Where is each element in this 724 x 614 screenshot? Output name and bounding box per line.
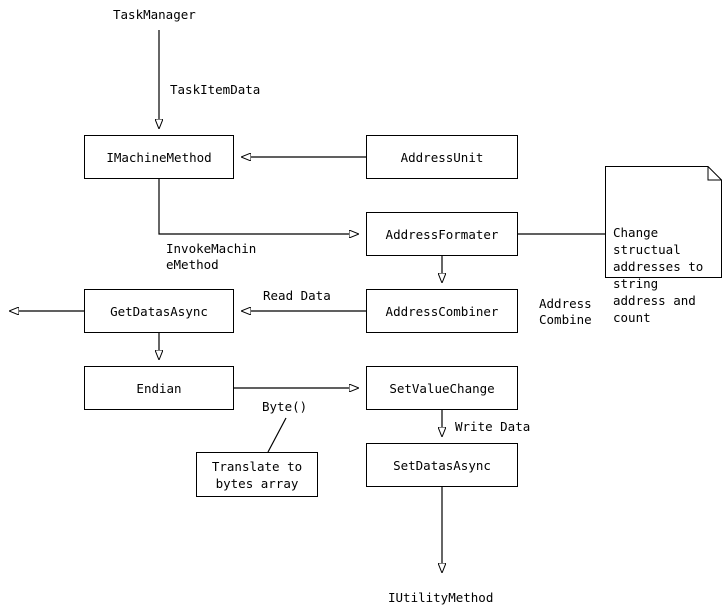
node-label: AddressCombiner (385, 303, 499, 319)
label-write-data: Write Data (455, 419, 531, 434)
node-label: AddressFormater (385, 226, 499, 242)
label-byte: Byte() (262, 399, 308, 414)
edge-imachinemethod-addressformater (158, 179, 358, 234)
node-addresscombiner[interactable]: AddressCombiner (366, 289, 518, 333)
node-addressunit[interactable]: AddressUnit (366, 135, 518, 179)
node-endian[interactable]: Endian (84, 366, 234, 410)
node-label: SetDatasAsync (393, 457, 491, 473)
node-label: Endian (136, 380, 182, 396)
edge-byte-translatenote (267, 417, 287, 453)
node-addressformater[interactable]: AddressFormater (366, 212, 518, 256)
node-setvaluechange[interactable]: SetValueChange (366, 366, 518, 410)
node-translate-to-bytes-array[interactable]: Translate to bytes array (196, 452, 318, 497)
node-label: IMachineMethod (106, 149, 212, 165)
label-taskitemdata: TaskItemData (170, 82, 261, 97)
change-structural-note-text: Change structual addresses to string add… (613, 225, 704, 325)
node-label: Translate to bytes array (211, 458, 303, 491)
node-label: AddressUnit (400, 149, 484, 165)
label-taskmanager: TaskManager (113, 7, 196, 22)
node-label: GetDatasAsync (110, 303, 208, 319)
change-structural-note: Change structual addresses to string add… (605, 166, 722, 325)
node-imachinemethod[interactable]: IMachineMethod (84, 135, 234, 179)
label-address-combine: Address Combine (539, 296, 592, 327)
label-invokemachinemethod: InvokeMachin eMethod (166, 241, 257, 272)
node-label: SetValueChange (389, 380, 495, 396)
node-setdatasasync[interactable]: SetDatasAsync (366, 443, 518, 487)
label-read-data: Read Data (263, 288, 331, 303)
label-iutilitymethod: IUtilityMethod (388, 590, 494, 605)
node-getdatasasync[interactable]: GetDatasAsync (84, 289, 234, 333)
